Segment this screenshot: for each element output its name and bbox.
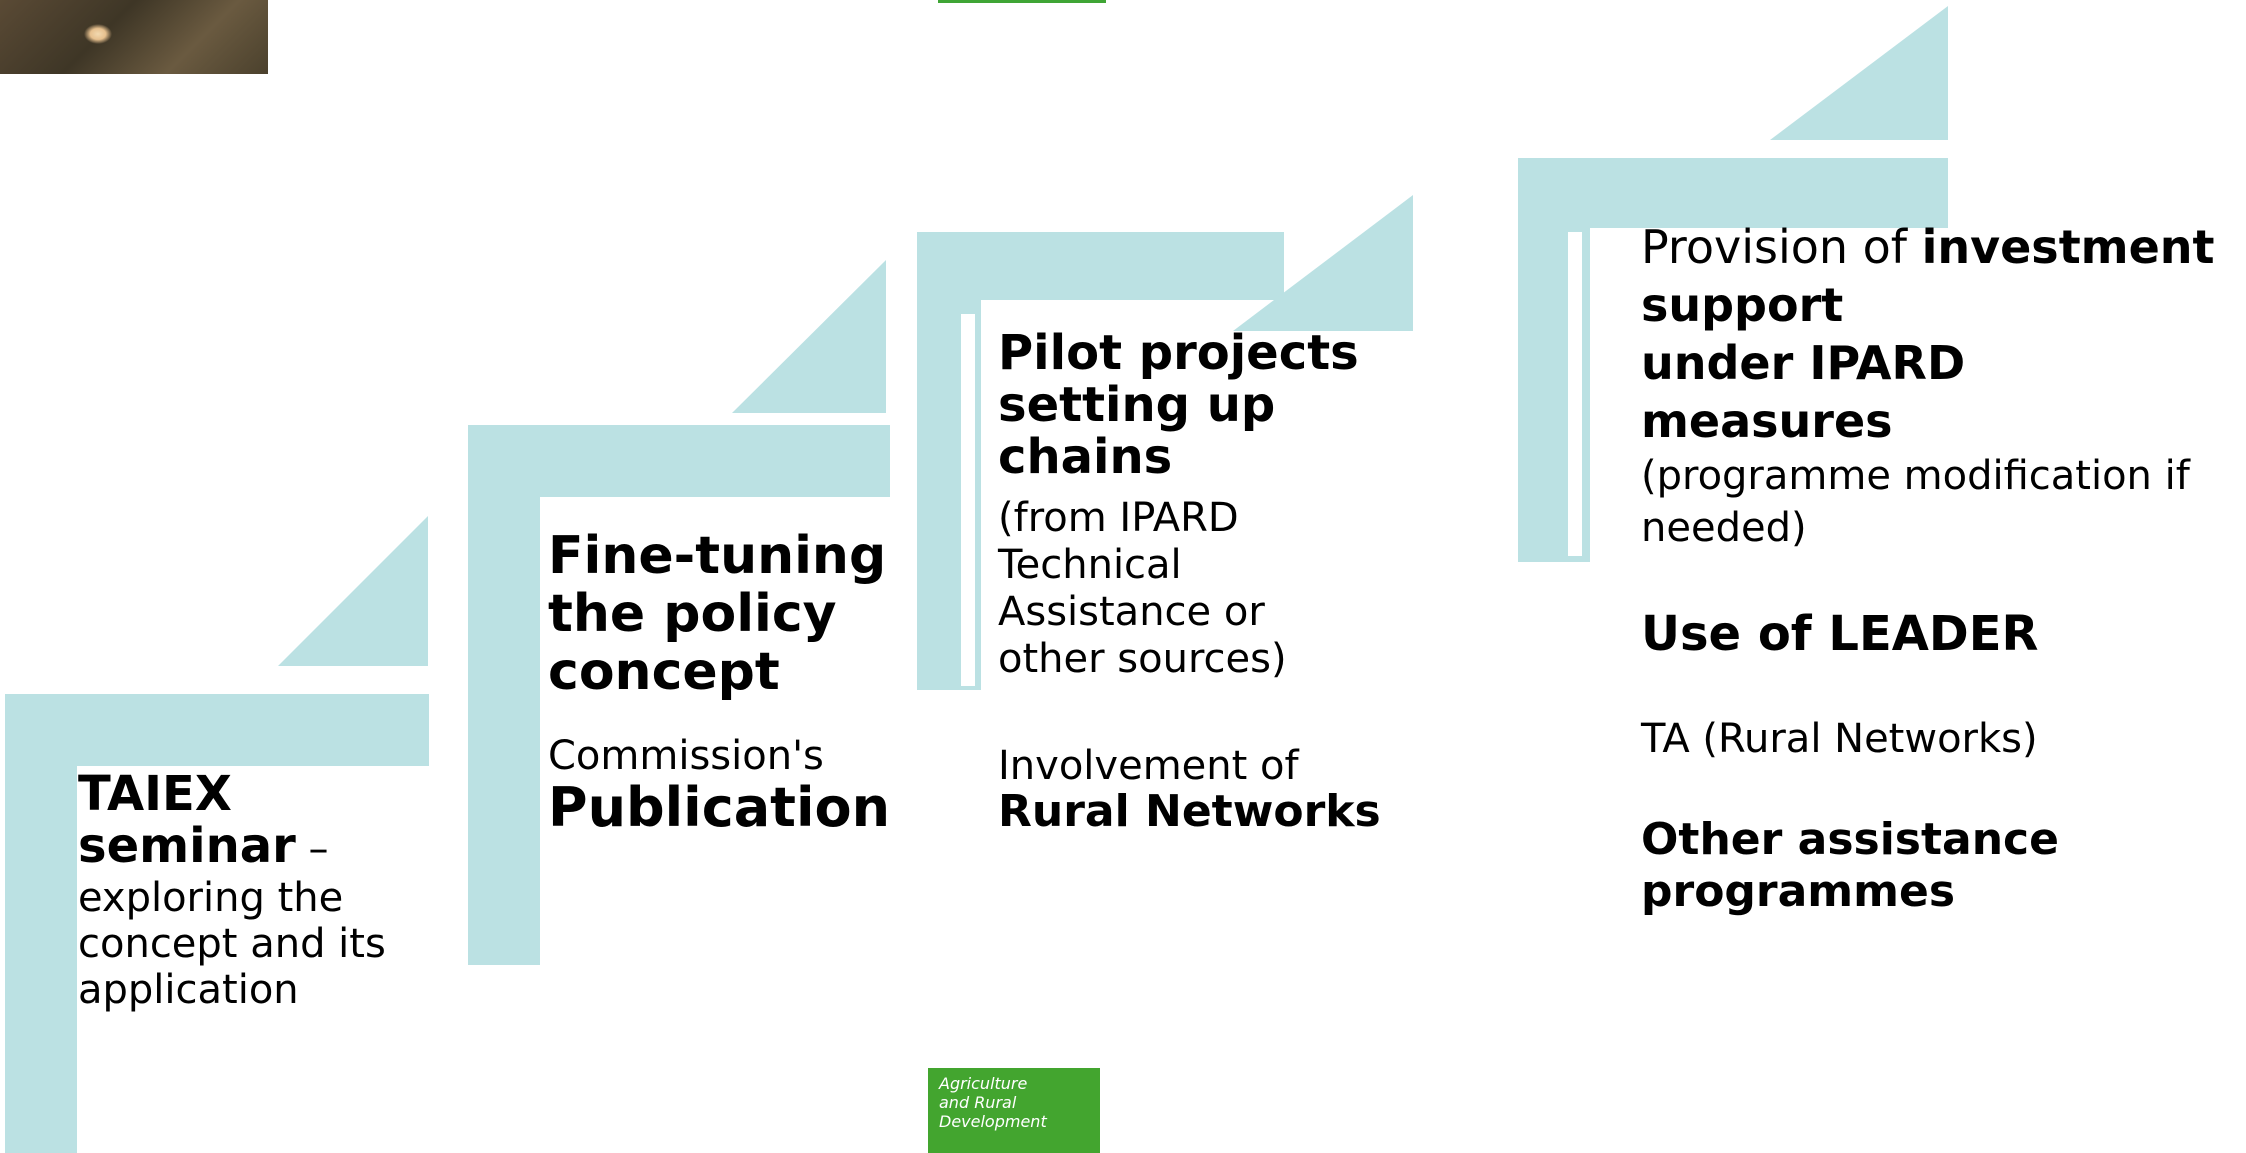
step3-vertical-bar-inner: [961, 314, 975, 686]
logo-line1: Agriculture: [939, 1074, 1028, 1093]
top-green-bar: [938, 0, 1106, 3]
logo-line3: Development: [939, 1112, 1047, 1131]
step3-arrow-triangle: [1233, 195, 1413, 331]
step3-title-line1: Pilot projects: [998, 325, 1359, 381]
logo-line2: and Rural: [939, 1093, 1017, 1112]
step4-other-line2: programmes: [1641, 866, 1956, 917]
background-photo: [0, 0, 268, 74]
step3-desc-line1: (from IPARD: [998, 495, 1239, 541]
step1-desc-line2: concept and its: [78, 921, 386, 967]
step4-vertical-bar-inner: [1568, 232, 1582, 556]
step2-horizontal-bar: [468, 425, 890, 497]
step3-involvement-bold: Rural Networks: [998, 786, 1381, 837]
step1-dash: –: [295, 826, 329, 872]
step4-title-line1: Provision of investment: [1641, 218, 2215, 276]
step4-prov-bold: investment: [1921, 220, 2215, 274]
step3-horizontal-bar: [917, 232, 1284, 300]
step1-desc-line1: exploring the: [78, 875, 344, 921]
step4-desc-line2: needed): [1641, 505, 1807, 551]
step4-other-line1: Other assistance: [1641, 814, 2059, 865]
step4-horizontal-bar: [1518, 158, 1948, 228]
step2-text: Fine-tuning the policy concept Commissio…: [548, 527, 890, 837]
step1-arrow-triangle: [278, 516, 428, 666]
step1-vertical-bar: [5, 694, 77, 1153]
step3-desc-line4: other sources): [998, 636, 1287, 682]
step2-sub: Commission's: [548, 733, 824, 779]
step2-title-line2: the policy: [548, 584, 837, 644]
step3-text: Pilot projects setting up chains (from I…: [998, 327, 1381, 835]
step4-ta: TA (Rural Networks): [1641, 716, 2038, 762]
step1-horizontal-bar: [5, 694, 429, 766]
step3-involvement: Involvement of: [998, 743, 1299, 789]
step3-desc-line2: Technical: [998, 542, 1182, 588]
step2-title-line1: Fine-tuning: [548, 526, 887, 586]
step1-title-line2: seminar –: [78, 820, 386, 875]
step3-title-line3: chains: [998, 429, 1173, 485]
step1-text: TAIEX seminar – exploring the concept an…: [78, 768, 386, 1013]
step2-title-line3: concept: [548, 642, 780, 702]
step4-prov: Provision of: [1641, 220, 1922, 274]
step2-arrow-triangle: [732, 260, 886, 413]
step4-text: Provision of investment support under IP…: [1641, 218, 2215, 918]
step1-desc-line3: application: [78, 967, 299, 1013]
step4-arrow-triangle: [1770, 6, 1948, 140]
step4-leader: Use of LEADER: [1641, 606, 2039, 662]
step4-desc-line1: (programme modification if: [1641, 453, 2190, 499]
step1-title-bold: seminar: [78, 818, 296, 874]
step2-sub-bold: Publication: [548, 776, 891, 839]
step3-desc-line3: Assistance or: [998, 589, 1265, 635]
step4-title-line2: support: [1641, 278, 1844, 332]
step2-vertical-bar: [468, 425, 540, 965]
step3-title-line2: setting up: [998, 377, 1276, 433]
step4-title-line3: under IPARD: [1641, 336, 1966, 390]
agriculture-logo: Agriculture and Rural Development: [928, 1068, 1100, 1153]
step4-title-line4: measures: [1641, 394, 1893, 448]
step1-title-line1: TAIEX: [78, 766, 232, 822]
